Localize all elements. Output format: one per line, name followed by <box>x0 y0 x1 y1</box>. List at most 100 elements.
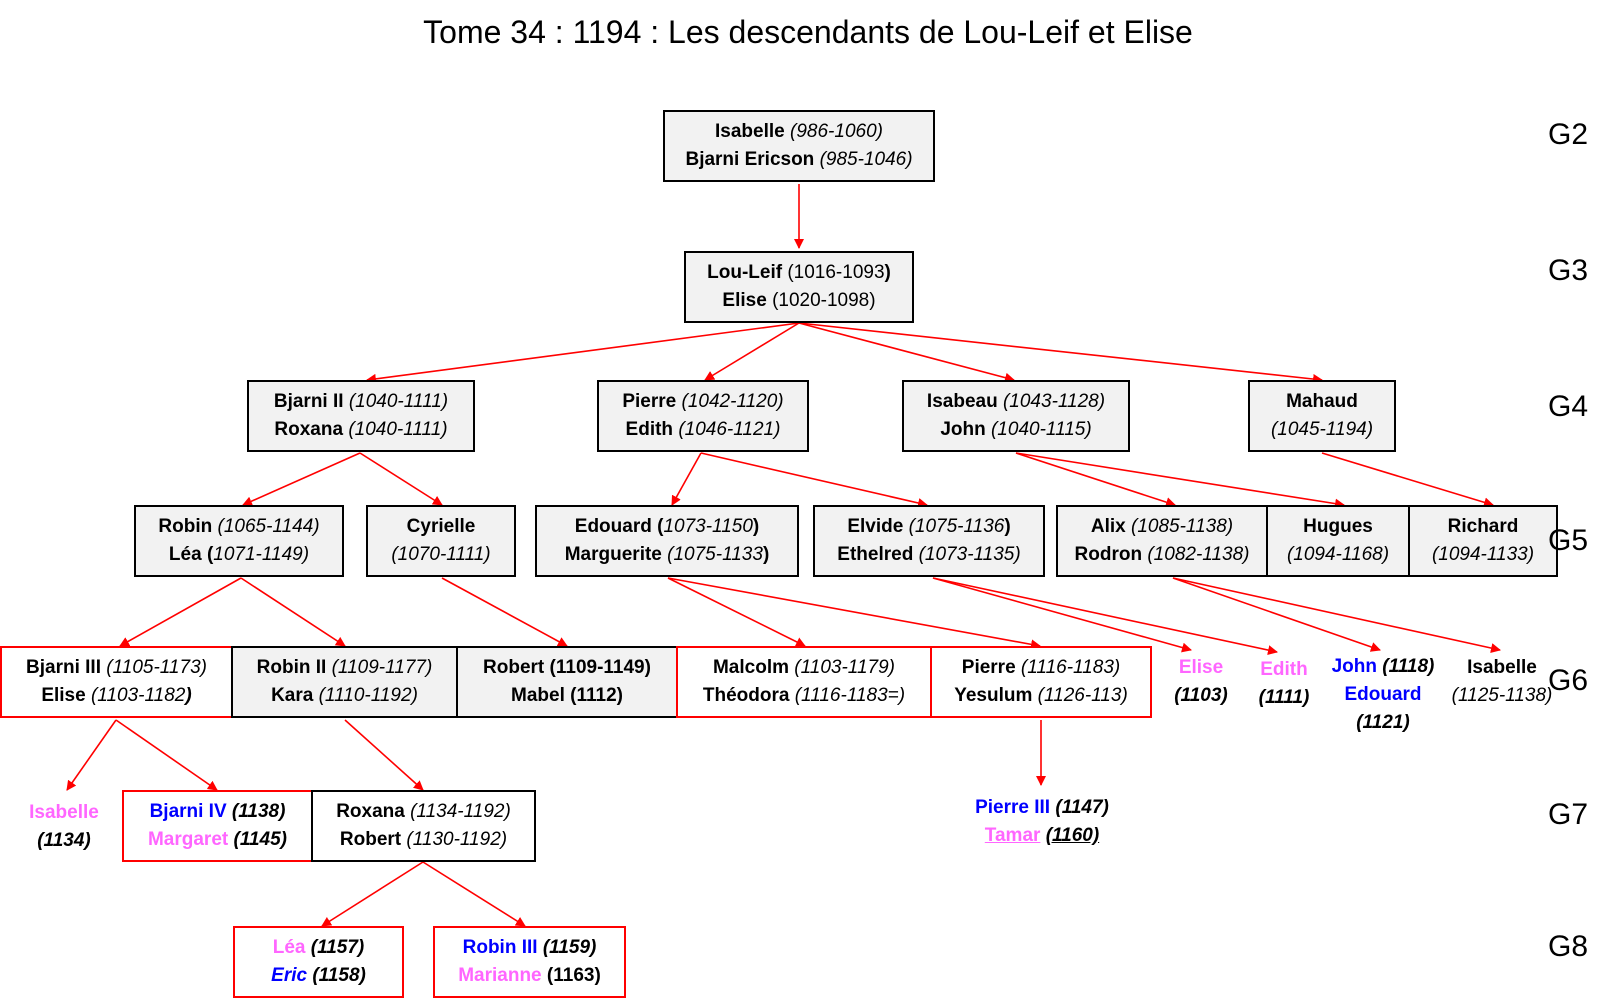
node-text: Elvide <box>847 516 909 537</box>
generation-label-g5: G5 <box>1548 524 1589 557</box>
node-text: (1157) <box>310 937 365 958</box>
descent-arrow <box>1172 577 1381 652</box>
couple-pierre-edith: Pierre (1042-1120)Edith (1046-1121) <box>597 380 809 452</box>
node-text: Edouard <box>1344 684 1422 705</box>
node-line: Edith (1046-1121) <box>626 416 781 444</box>
node-text: 1073-1150 <box>663 516 753 537</box>
node-text: Elise <box>1178 657 1224 678</box>
descent-arrow <box>671 452 702 506</box>
node-text: Bjarni II <box>273 391 349 412</box>
descent-arrow <box>700 452 928 508</box>
node-text: Mahaud <box>1286 391 1358 412</box>
node-line: (1111) <box>1259 684 1310 712</box>
node-text: (1134) <box>37 830 91 851</box>
couple-pierre-yesulum: Pierre (1116-1183)Yesulum (1126-113) <box>930 646 1152 718</box>
person-mahaud: Mahaud (1045-1194) <box>1248 380 1396 452</box>
couple-malcolm-theodora: Malcolm (1103-1179)Théodora (1116-1183=) <box>676 646 932 718</box>
node-line: Edouard <box>1344 681 1421 709</box>
couple-edouard-marguerite: Edouard (1073-1150)Marguerite (1075-1133… <box>535 505 799 577</box>
generation-label-g3: G3 <box>1548 254 1589 287</box>
generation-label-g4: G4 <box>1548 390 1589 423</box>
node-text: (1109-1177) <box>331 657 433 678</box>
node-line: Bjarni II (1040-1111) <box>274 388 448 416</box>
node-text: (1103-1182 <box>90 685 186 706</box>
node-text: (1103) <box>1174 685 1228 706</box>
node-text: (1116-1183=) <box>794 685 906 706</box>
descent-arrow <box>422 861 526 927</box>
node-text: Robin <box>158 516 218 537</box>
node-text: ) <box>185 685 192 706</box>
node-text: Margaret <box>147 829 234 850</box>
node-text: (1042-1120) <box>681 391 784 412</box>
descent-arrow <box>667 577 806 647</box>
couple-alix-rodron: Alix (1085-1138)Rodron (1082-1138) <box>1056 505 1268 577</box>
node-text: Kara <box>271 685 319 706</box>
node-text: Robin III <box>462 937 543 958</box>
node-text: (1145) <box>233 829 288 850</box>
node-line: (1045-1194) <box>1271 416 1373 444</box>
descent-arrow <box>366 322 800 384</box>
node-line: Cyrielle <box>407 513 476 541</box>
node-text: (1111) <box>1258 687 1310 708</box>
generation-label-g6: G6 <box>1548 664 1589 697</box>
node-text: Bjarni Ericson <box>685 149 820 170</box>
node-text: (1105-1173) <box>106 657 207 678</box>
descent-arrow <box>667 577 1041 650</box>
descent-arrow <box>344 719 424 791</box>
node-text: Alix <box>1090 516 1131 537</box>
generation-label-g2: G2 <box>1548 118 1589 151</box>
couple-robin-iii-marianne: Robin III (1159)Marianne (1163) <box>433 926 626 998</box>
couple-john-edouard: John (1118)Edouard(1121) <box>1318 650 1448 740</box>
node-text: Bjarni IV <box>149 801 232 822</box>
couple-robin-lea: Robin (1065-1144)Léa (1071-1149) <box>134 505 344 577</box>
node-text: (1138) <box>231 801 286 822</box>
descent-arrow <box>798 322 1015 383</box>
node-text: (1094-1168) <box>1286 544 1390 565</box>
person-hugues: Hugues(1094-1168) <box>1266 505 1410 577</box>
couple-lea-eric: Léa (1157)Eric (1158) <box>233 926 404 998</box>
descent-arrow <box>932 577 1192 653</box>
node-line: Robin II (1109-1177) <box>257 654 433 682</box>
node-line: Isabelle <box>29 799 99 827</box>
node-text: Rodron <box>1074 544 1148 565</box>
node-line: Robert (1130-1192) <box>340 826 507 854</box>
node-text: Léa <box>168 544 207 565</box>
descent-arrow <box>1172 577 1501 653</box>
node-text: Marguerite <box>564 544 668 565</box>
node-text: Lou-Leif <box>707 262 788 283</box>
node-line: (1094-1133) <box>1432 541 1534 569</box>
descent-arrow <box>242 452 361 506</box>
node-text: Roxana <box>274 419 349 440</box>
couple-elvide-ethelred: Elvide (1075-1136)Ethelred (1073-1135) <box>813 505 1045 577</box>
descent-arrow <box>798 322 1323 384</box>
node-line: Bjarni Ericson (985-1046) <box>685 146 912 174</box>
node-line: John (1118) <box>1332 653 1435 681</box>
couple-pierre-iii-tamar: Pierre III (1147)Tamar (1160) <box>950 790 1134 854</box>
node-line: Robin (1065-1144) <box>158 513 319 541</box>
node-line: Roxana (1040-1111) <box>274 416 447 444</box>
person-cyrielle: Cyrielle(1070-1111) <box>366 505 516 577</box>
node-line: Mahaud <box>1286 388 1358 416</box>
node-text: Isabelle <box>715 121 791 142</box>
node-text: Malcolm <box>712 657 795 678</box>
node-line: Malcolm (1103-1179) <box>713 654 895 682</box>
node-line: Isabelle <box>1467 654 1537 682</box>
node-line: Ethelred (1073-1135) <box>837 541 1020 569</box>
descent-arrow <box>66 719 117 791</box>
generation-label-g7: G7 <box>1548 798 1589 831</box>
node-text: Isabelle <box>29 802 99 823</box>
node-line: Mabel (1112) <box>511 682 623 710</box>
node-text: (1134-1192) <box>410 801 511 822</box>
couple-isabelle-bjarni-ericson: Isabelle (986-1060)Bjarni Ericson (985-1… <box>663 110 935 182</box>
node-line: (1134) <box>37 827 91 855</box>
node-text: Isabelle <box>1467 657 1537 678</box>
node-text: Isabeau <box>926 391 1003 412</box>
generation-label-g8: G8 <box>1548 930 1589 963</box>
node-line: Isabeau (1043-1128) <box>927 388 1105 416</box>
node-text: Bjarni III <box>26 657 107 678</box>
node-line: Bjarni III (1105-1173) <box>26 654 207 682</box>
node-line: Tamar (1160) <box>985 822 1099 850</box>
node-text: Edouard <box>574 516 658 537</box>
node-text: Marianne <box>458 965 547 986</box>
node-text: (1082-1138) <box>1147 544 1250 565</box>
